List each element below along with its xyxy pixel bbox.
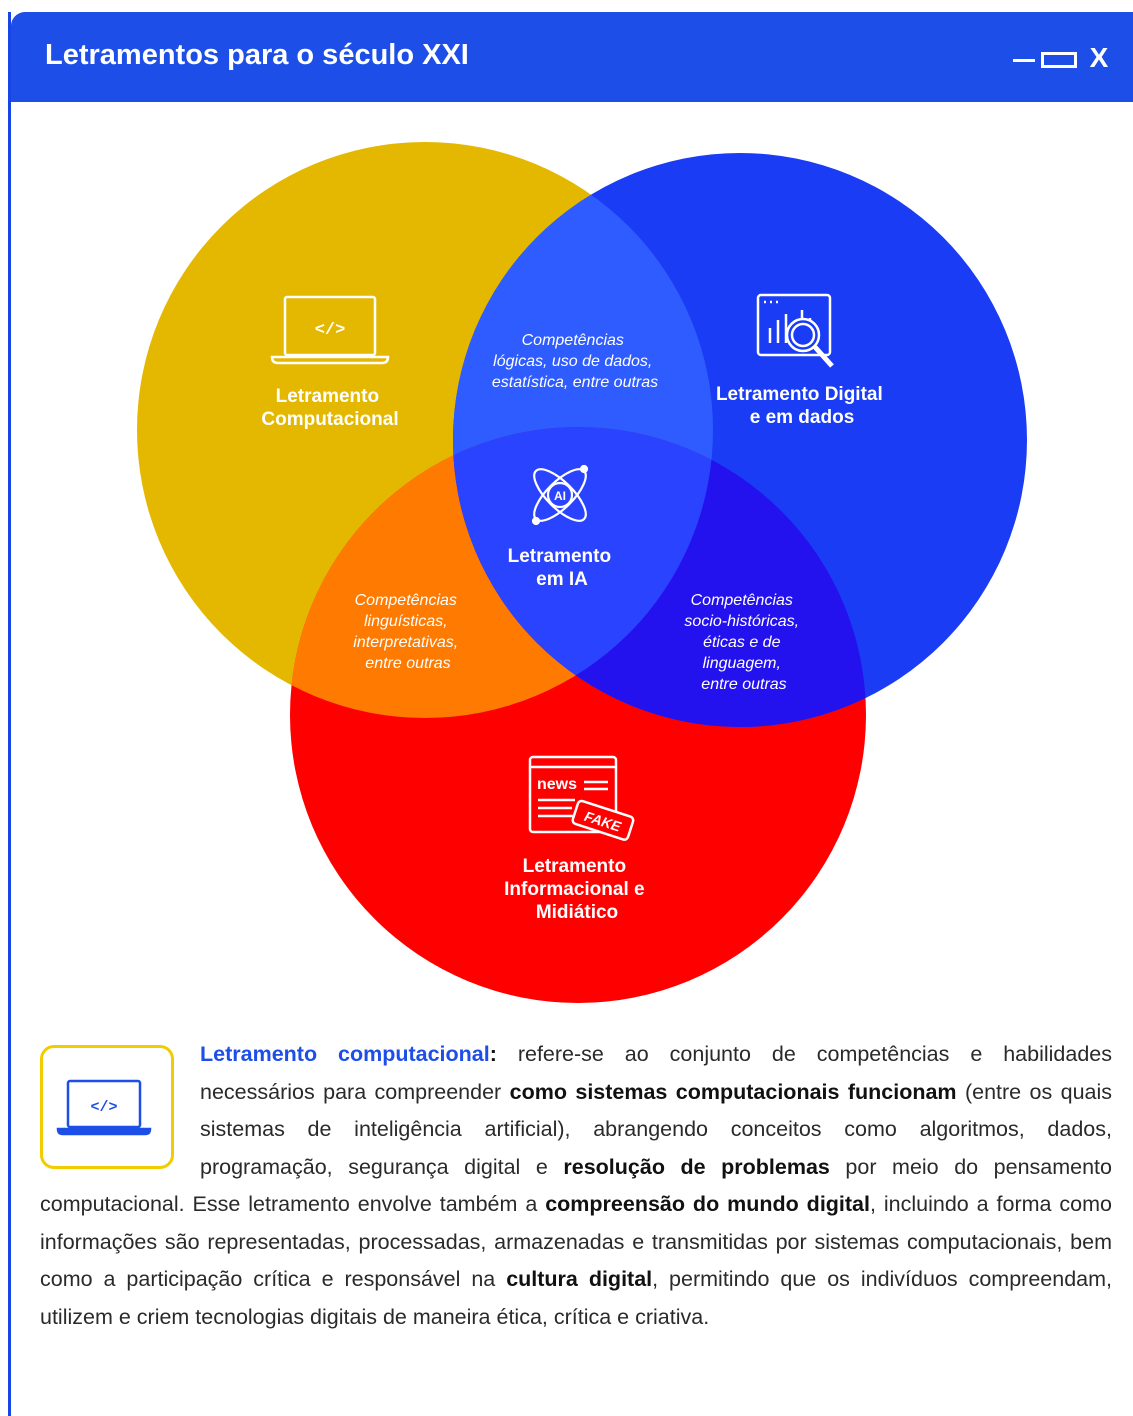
description-text: Letramento computacional: refere-se ao c…	[40, 1042, 1113, 1329]
code-text: </>	[90, 1099, 117, 1116]
label-informacional: Letramento Informacional e Midiático	[504, 856, 650, 923]
laptop-code-icon: </>	[56, 1079, 152, 1136]
data-analysis-icon	[756, 293, 834, 368]
term-highlight: Letramento computacional	[200, 1042, 490, 1066]
venn-diagram: </> Letramento Computacional Letramento …	[137, 142, 1027, 1003]
ai-atom-icon: AI	[531, 464, 589, 526]
maximize-icon[interactable]	[1041, 42, 1077, 74]
description-icon-box: </>	[40, 1045, 174, 1169]
news-text: news	[537, 776, 577, 793]
intersection-computacional-digital: Competências lógicas, uso de dados, esta…	[492, 332, 658, 391]
laptop-code-icon: </>	[270, 295, 390, 365]
close-icon[interactable]: X	[1089, 42, 1109, 73]
label-ia: Letramento em IA	[508, 546, 617, 590]
intersection-computacional-informacional: Competências linguísticas, interpretativ…	[353, 592, 462, 672]
title-bar: Letramentos para o século XXI X	[11, 12, 1133, 102]
label-digital: Letramento Digital e em dados	[716, 384, 888, 428]
ai-text: AI	[554, 489, 566, 503]
intersection-digital-informacional: Competências socio-históricas, éticas e …	[684, 592, 803, 693]
window-title: Letramentos para o século XXI	[45, 39, 469, 71]
code-text: </>	[315, 321, 346, 340]
minimize-icon[interactable]	[1013, 42, 1035, 74]
label-computacional: Letramento Computacional	[261, 386, 398, 430]
